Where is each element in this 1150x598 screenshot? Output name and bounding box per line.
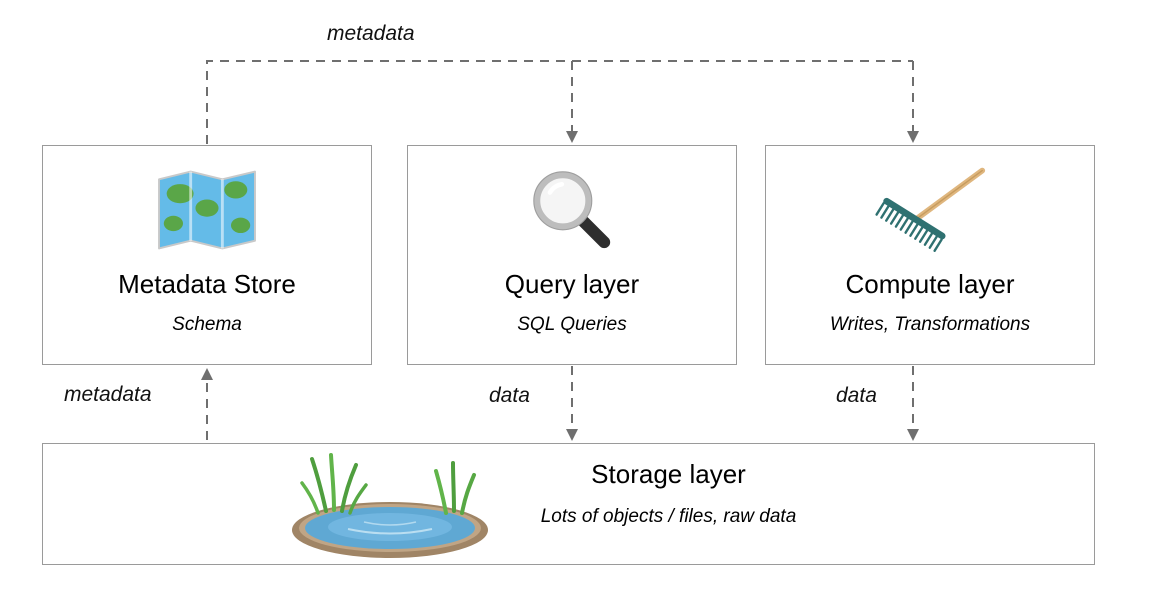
node-metadata-store: Metadata Store Schema [42,145,372,365]
node-query-layer: Query layer SQL Queries [407,145,737,365]
edge-label-metadata-top: metadata [327,22,415,45]
node-title: Query layer [504,269,640,299]
arrowhead-metadata-bottom [201,368,213,380]
node-subtitle: Schema [172,313,242,335]
edge-label-data-query: data [489,384,530,407]
rake-icon [868,160,992,260]
arrowhead-storage-compute [907,429,919,441]
edge-label-metadata-left: metadata [64,383,152,406]
magnifying-glass-icon [526,160,618,260]
map-icon [149,160,265,260]
node-subtitle: Writes, Transformations [829,313,1031,335]
edge-label-data-compute: data [836,384,877,407]
arrowhead-query-top [566,131,578,143]
arrowhead-storage-query [566,429,578,441]
arrowhead-compute-top [907,131,919,143]
storage-text-block: Storage layer Lots of objects / files, r… [243,444,1094,564]
pond-icon [288,447,493,562]
node-subtitle: SQL Queries [517,313,627,335]
node-subtitle: Lots of objects / files, raw data [540,505,797,527]
node-title: Storage layer [591,459,746,489]
node-title: Metadata Store [118,269,296,299]
node-title: Compute layer [845,269,1015,299]
node-storage-layer: Storage layer Lots of objects / files, r… [42,443,1095,565]
connector-metadata-top [206,60,913,144]
node-compute-layer: Compute layer Writes, Transformations [765,145,1095,365]
